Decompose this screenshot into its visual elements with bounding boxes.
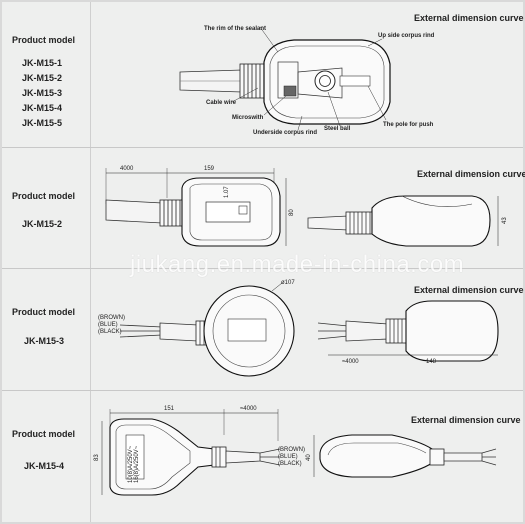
curve-title: External dimension curve: [417, 169, 525, 179]
model-item: JK-M15-3: [24, 336, 65, 346]
dim-cable-length: ≈4000: [240, 406, 257, 412]
section-jk-m15-4: Product model JK-M15-4 External dimensio…: [2, 391, 523, 522]
dim-body-length: 148: [426, 359, 437, 365]
model-column: Product model JK-M15-2: [2, 148, 91, 268]
section-jk-m15-2: Product model JK-M15-2 External dimensio…: [2, 148, 525, 269]
wire-blue: (BLUE): [98, 322, 118, 328]
dim-height: 83: [94, 454, 100, 461]
product-model-label: Product model: [12, 429, 76, 439]
product-model-label: Product model: [12, 191, 76, 201]
rating-line-1: 16(8)A/250V~: [134, 445, 140, 483]
callout-steel-ball: Steel ball: [324, 126, 351, 132]
dim-body-length: 159: [204, 166, 215, 172]
model-item: JK-M15-4: [22, 103, 63, 113]
dim-thickness: 40: [306, 454, 312, 461]
model-item: JK-M15-5: [22, 118, 63, 128]
jk-m15-3-drawing: (BROWN) (BLUE) (BLACK) ø107 ≈4000 148: [98, 280, 499, 377]
product-model-label: Product model: [12, 307, 76, 317]
dim-width-small: 1.07: [224, 186, 230, 198]
dim-diameter: ø107: [281, 280, 295, 286]
curve-title: External dimension curve: [414, 285, 524, 295]
watermark: jiukang.en.made-in-china.com: [130, 251, 465, 278]
callout-cable-wire: Cable wire: [206, 100, 237, 106]
product-model-label: Product model: [12, 35, 76, 45]
model-column: Product model JK-M15-4: [2, 391, 91, 522]
callout-push-pole: The pole for push: [383, 122, 434, 128]
callout-microswitch: Microswith: [232, 115, 264, 121]
dim-cable-length: ≈4000: [342, 359, 359, 365]
wire-brown: (BROWN): [98, 315, 125, 321]
rating-line-2: 10(8)A/250V~: [128, 445, 134, 483]
model-item: JK-M15-2: [22, 73, 63, 83]
dim-cable-length: 4000: [120, 166, 134, 172]
curve-title: External dimension curve: [414, 13, 524, 23]
wire-black: (BLACK): [278, 461, 302, 467]
callout-upper-rind: Up side corpus rind: [378, 33, 435, 39]
wire-blue: (BLUE): [278, 454, 298, 460]
dim-body-length: 151: [164, 406, 175, 412]
jk-m15-4-drawing: 151 ≈4000 83 16(8)A/250V~ 10(8)A/250V~ (…: [94, 406, 497, 496]
callout-underside-rind: Underside corpus rind: [253, 130, 317, 136]
model-item: JK-M15-1: [22, 58, 63, 68]
callout-rim: The rim of the sealant: [204, 26, 266, 32]
curve-title: External dimension curve: [411, 415, 521, 425]
model-item: JK-M15-4: [24, 461, 65, 471]
dim-height: 80: [289, 209, 295, 216]
model-column: Product model JK-M15-1 JK-M15-2 JK-M15-3…: [2, 2, 91, 147]
wire-black: (BLACK): [98, 329, 122, 335]
jk-m15-2-drawing: 4000 159 80 1.07 43: [105, 166, 508, 247]
model-column: Product model JK-M15-3: [2, 269, 91, 390]
model-item: JK-M15-3: [22, 88, 63, 98]
section-jk-m15-3: Product model JK-M15-3 External dimensio…: [2, 269, 524, 391]
dim-thickness: 43: [502, 217, 508, 224]
section-jk-m15-overview: Product model JK-M15-1 JK-M15-2 JK-M15-3…: [2, 2, 524, 148]
model-item: JK-M15-2: [22, 219, 63, 229]
cross-section-drawing: The rim of the sealant Up side corpus ri…: [179, 26, 435, 136]
wire-brown: (BROWN): [278, 447, 305, 453]
